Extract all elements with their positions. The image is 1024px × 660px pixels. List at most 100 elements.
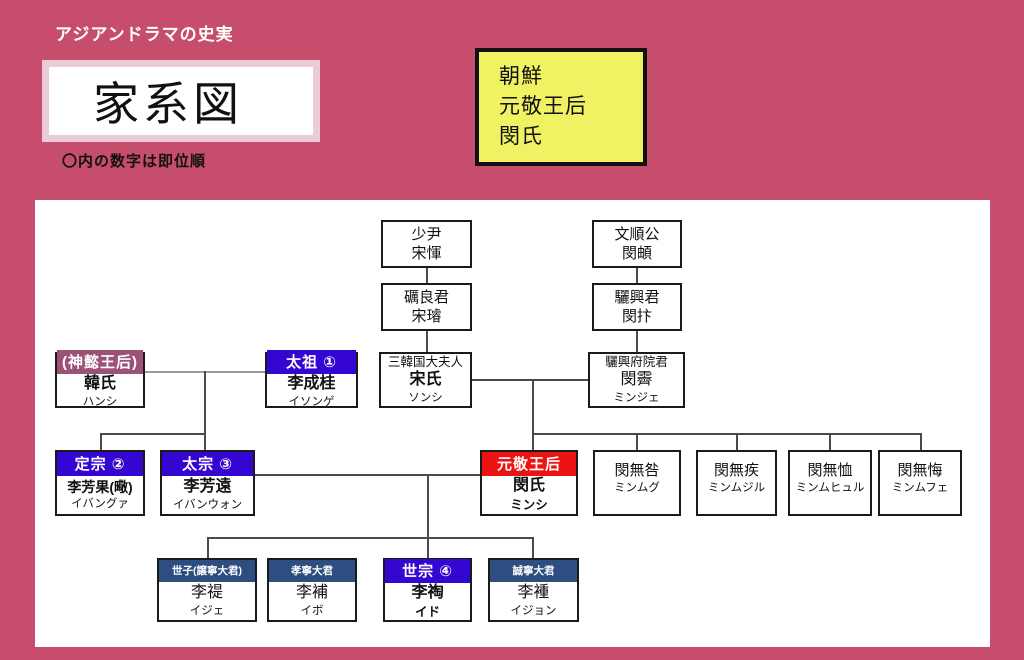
node-text: 礪良君 (403, 288, 449, 306)
tree-node-min-muhoe: 閔無悔ミンムフェ (878, 450, 962, 516)
node-text: ミンムジル (707, 481, 766, 494)
node-text: イジョン (510, 604, 557, 617)
node-text: ミンジェ (613, 392, 660, 405)
connector-line (100, 433, 206, 435)
connector-line (426, 331, 428, 352)
node-text: 閔無疾 (713, 462, 759, 480)
node-header-label: 定宗 ② (57, 452, 143, 476)
tree-node-min-mugu: 閔無咎ミンムグ (593, 450, 681, 516)
node-text: 李補 (295, 584, 328, 602)
node-text: ミンムヒュル (795, 481, 865, 494)
node-text: 閔無恤 (807, 462, 853, 480)
node-text: 閔無咎 (614, 462, 660, 480)
node-header-label: 元敬王后 (482, 452, 576, 476)
tree-node-min-father: 驪興君閔抃 (592, 283, 682, 331)
node-body: 驪興君閔抃 (594, 285, 680, 329)
node-text: 李祹 (411, 584, 444, 602)
node-text: イソンゲ (288, 395, 335, 408)
node-text: イバンウォン (172, 498, 243, 511)
node-text: ソンシ (408, 392, 443, 405)
node-header-label: 世宗 ④ (385, 559, 470, 584)
legend-note: 〇内の数字は即位順 (62, 153, 207, 170)
node-text: 李褈 (517, 584, 550, 602)
connector-line (204, 371, 206, 433)
node-text: 宋璿 (411, 308, 442, 325)
connector-line (829, 433, 831, 450)
node-text: 驪興府院君 (605, 355, 668, 369)
node-header-label: 世子(譲寧大君) (159, 560, 255, 582)
node-text: 閔霽 (620, 371, 653, 389)
node-body: 驪興府院君閔霽ミンジェ (590, 354, 683, 406)
node-text: 三韓国大夫人 (387, 355, 463, 369)
node-text: イバングァ (71, 497, 129, 510)
connector-line (532, 433, 922, 435)
tree-node-min-grandfather: 文順公閔頔 (592, 220, 682, 268)
tree-node-seongnyeong: 誠寧大君李褈イジョン (488, 558, 579, 622)
node-body: 韓氏ハンシ (57, 374, 143, 410)
node-text: 李成桂 (287, 375, 336, 393)
node-text: 李禔 (190, 584, 223, 602)
node-body: 李補イボ (269, 582, 355, 620)
node-text: 文順公 (614, 225, 660, 243)
node-body: 閔無咎ミンムグ (595, 452, 679, 505)
node-text: ミンムグ (614, 481, 660, 494)
connector-line (207, 537, 534, 539)
connector-line (255, 474, 480, 476)
tree-node-lady-song: 三韓国大夫人宋氏ソンシ (379, 352, 472, 408)
node-body: 礪良君宋璿 (383, 285, 470, 329)
node-header-label: 孝寧大君 (269, 560, 355, 582)
connector-line (736, 433, 738, 450)
node-body: 閔無恤ミンムヒュル (790, 452, 870, 505)
node-body: 少尹宋惲 (383, 222, 470, 266)
connector-line (426, 268, 428, 283)
site-tagline: アジアンドラマの史実 (55, 25, 234, 44)
node-body: 李芳遠イバンウォン (162, 476, 253, 514)
connector-line (472, 379, 588, 381)
node-text: 少尹 (411, 225, 442, 243)
tree-node-min-je: 驪興府院君閔霽ミンジェ (588, 352, 685, 408)
node-body: 三韓国大夫人宋氏ソンシ (381, 354, 470, 406)
node-body: 李成桂イソンゲ (267, 374, 356, 410)
node-text: 閔氏 (512, 477, 545, 495)
node-text: ミンムフェ (891, 481, 949, 494)
node-header-label: (神懿王后) (57, 350, 143, 375)
node-text: 閔抃 (621, 308, 652, 325)
node-text: 驪興君 (614, 288, 660, 306)
callout-line: 元敬王后 (499, 94, 587, 118)
node-body: 閔無疾ミンムジル (698, 452, 775, 505)
connector-line (636, 268, 638, 283)
node-header-label: 誠寧大君 (490, 560, 577, 582)
connector-line (532, 537, 534, 558)
tree-node-queen-wongyeong: 元敬王后閔氏ミンシ (480, 450, 578, 516)
node-body: 李祹イド (385, 583, 470, 620)
connector-line (204, 433, 206, 450)
callout-line: 閔氏 (499, 124, 543, 148)
node-body: 閔氏ミンシ (482, 476, 576, 514)
node-header-label: 太宗 ③ (162, 452, 253, 476)
tree-node-hyoryeong: 孝寧大君李補イボ (267, 558, 357, 622)
node-body: 李褈イジョン (490, 582, 577, 620)
page-title-box: 家系図 (42, 60, 320, 142)
tree-node-song-father: 礪良君宋璿 (381, 283, 472, 331)
tree-node-crown-prince-yangnyeong: 世子(譲寧大君)李禔イジェ (157, 558, 257, 622)
connector-line (207, 537, 209, 558)
node-body: 閔無悔ミンムフェ (880, 452, 960, 505)
topic-callout: 朝鮮 元敬王后 閔氏 (475, 48, 647, 166)
callout-line: 朝鮮 (499, 65, 543, 88)
node-header-label: 太祖 ① (267, 350, 356, 375)
node-text: 閔頔 (621, 245, 652, 262)
node-text: 韓氏 (83, 375, 116, 393)
node-body: 文順公閔頔 (594, 222, 680, 266)
tree-node-queen-sinui: (神懿王后)韓氏ハンシ (55, 350, 145, 410)
node-text: 宋惲 (411, 245, 442, 262)
node-text: ハンシ (82, 395, 118, 408)
connector-line (920, 433, 922, 450)
node-text: 宋氏 (409, 371, 442, 389)
connector-line (532, 433, 534, 450)
node-text: 李芳遠 (183, 478, 232, 496)
